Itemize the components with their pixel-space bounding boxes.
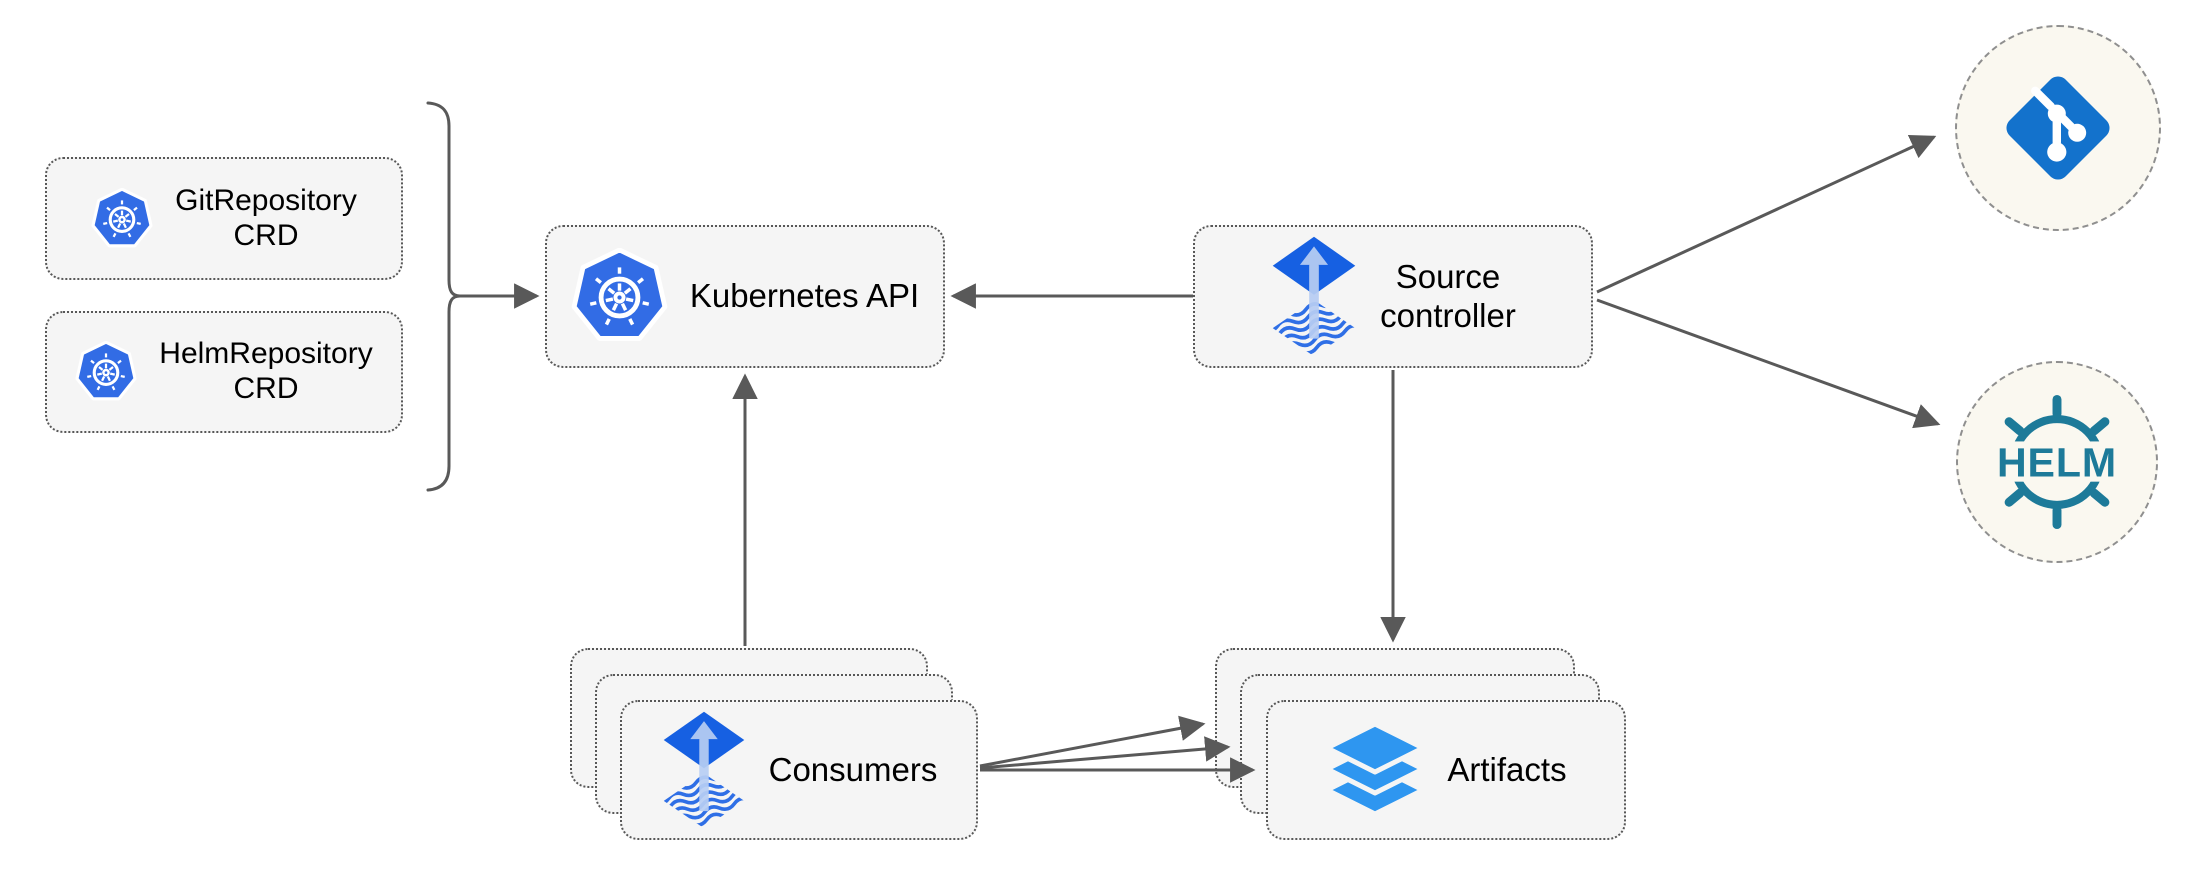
node-helm-repository-crd: HelmRepository CRD xyxy=(45,311,403,433)
node-helm-endpoint: HELM xyxy=(1956,361,2158,563)
node-label-line2: controller xyxy=(1380,296,1516,334)
node-artifacts: Artifacts xyxy=(1266,700,1626,840)
node-label-line2: CRD xyxy=(233,218,299,252)
node-label: Kubernetes API xyxy=(689,277,920,315)
kubernetes-icon xyxy=(571,248,668,345)
helm-wordmark: HELM xyxy=(1997,439,2117,485)
crd-group-bracket xyxy=(426,101,461,492)
node-consumers: Consumers xyxy=(620,700,978,840)
edge-consumers-to-artifacts-2 xyxy=(979,736,1231,770)
flux-source-icon xyxy=(661,710,747,830)
node-git-endpoint xyxy=(1955,25,2161,231)
layers-icon xyxy=(1325,724,1425,816)
node-label: HelmRepository CRD xyxy=(159,337,372,407)
node-git-repository-crd: GitRepository CRD xyxy=(45,157,403,280)
edge-source-to-helm xyxy=(1596,298,1941,429)
node-label-line1: Source xyxy=(1395,258,1501,296)
node-label-line1: HelmRepository xyxy=(159,337,373,371)
edge-source-to-git xyxy=(1596,135,1937,294)
kubernetes-icon xyxy=(91,187,153,247)
kubernetes-icon xyxy=(75,341,137,401)
node-label-line2: CRD xyxy=(233,372,299,405)
flux-source-icon xyxy=(1270,235,1358,358)
node-source-controller: Source controller xyxy=(1193,225,1593,368)
node-label: Source controller xyxy=(1380,258,1516,335)
node-label: Consumers xyxy=(768,750,938,788)
node-label: Artifacts xyxy=(1447,750,1567,788)
git-icon xyxy=(1998,68,2118,188)
node-label-line1: GitRepository xyxy=(175,183,357,217)
node-label: GitRepository CRD xyxy=(175,184,357,254)
helm-icon: HELM xyxy=(1995,394,2119,530)
edge-consumers-to-artifacts-1 xyxy=(979,715,1206,768)
node-kubernetes-api: Kubernetes API xyxy=(545,225,945,368)
